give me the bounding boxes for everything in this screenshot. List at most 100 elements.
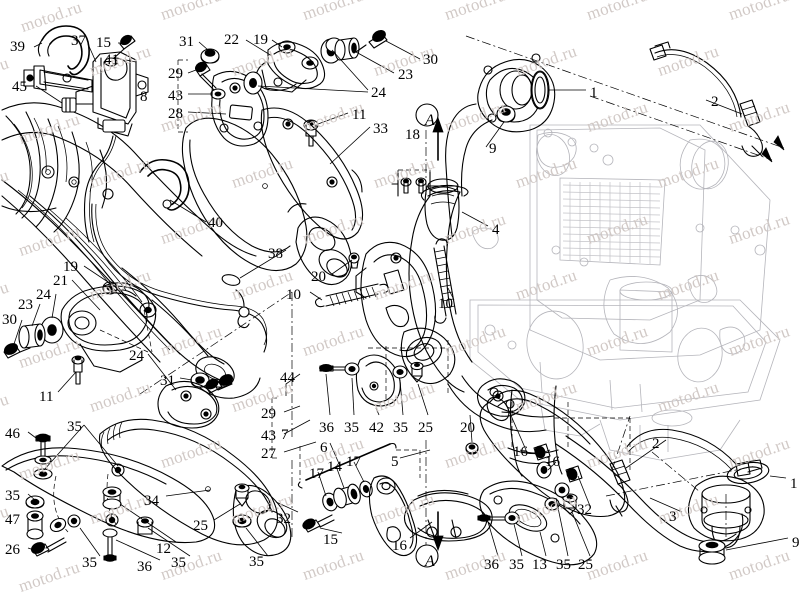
part-callout-20[interactable]: 20 (311, 269, 326, 285)
part-callout-16[interactable]: 16 (392, 538, 407, 554)
part-25-nut-left (234, 483, 250, 507)
part-18-bolts (391, 171, 431, 197)
part-36-screw (102, 528, 118, 562)
part-callout-46[interactable]: 46 (5, 426, 20, 442)
part-callout-25[interactable]: 25 (418, 420, 433, 436)
part-callout-33[interactable]: 33 (373, 121, 388, 137)
part-callout-24[interactable]: 24 (371, 85, 386, 101)
part-callout-13[interactable]: 13 (532, 557, 547, 573)
part-callout-14[interactable]: 14 (327, 459, 342, 475)
part-callout-36[interactable]: 36 (137, 559, 152, 575)
part-callout-36[interactable]: 36 (319, 420, 334, 436)
part-callout-15[interactable]: 15 (323, 532, 338, 548)
part-callout-6[interactable]: 6 (320, 440, 328, 456)
part-callout-41[interactable]: 41 (104, 52, 119, 68)
part-callout-23[interactable]: 23 (18, 297, 33, 313)
part-callout-11[interactable]: 11 (352, 107, 367, 123)
part-23-spacer (334, 37, 360, 61)
part-callout-35[interactable]: 35 (171, 555, 186, 571)
part-callout-32[interactable]: 32 (276, 511, 291, 527)
part-47-bushing (26, 510, 44, 540)
part-callout-31[interactable]: 31 (160, 373, 175, 389)
part-21-mount-bracket (60, 281, 157, 373)
part-callout-35[interactable]: 35 (249, 554, 264, 570)
part-35-grommet-mid1 (344, 362, 360, 376)
part-callout-27[interactable]: 27 (261, 446, 276, 462)
part-callout-31[interactable]: 31 (179, 34, 194, 50)
part-callout-16[interactable]: 16 (513, 444, 528, 460)
part-15-bolt-top (104, 34, 136, 67)
part-23-spacer-mid (18, 323, 46, 349)
part-callout-12[interactable]: 12 (156, 541, 171, 557)
part-callout-17[interactable]: 17 (309, 466, 324, 482)
part-callout-20[interactable]: 20 (460, 420, 475, 436)
part-callout-1[interactable]: 1 (590, 85, 598, 101)
part-callout-16[interactable]: 16 (545, 454, 560, 470)
part-callout-2[interactable]: 2 (711, 94, 719, 110)
part-16-lever-arm (368, 475, 418, 557)
part-callout-10[interactable]: 10 (438, 296, 453, 312)
part-callout-11[interactable]: 11 (39, 389, 54, 405)
part-callout-22[interactable]: 22 (224, 32, 239, 48)
part-callout-4[interactable]: 4 (492, 222, 500, 238)
part-callout-32[interactable]: 32 (577, 502, 592, 518)
part-callout-29[interactable]: 29 (261, 406, 276, 422)
part-callout-35[interactable]: 35 (344, 420, 359, 436)
part-20-bolt-mid (348, 252, 360, 269)
part-callout-43[interactable]: 43 (168, 88, 183, 104)
part-callout-19[interactable]: 19 (63, 259, 78, 275)
part-callout-7[interactable]: 7 (281, 427, 289, 443)
part-callout-37[interactable]: 37 (71, 33, 86, 49)
part-callout-26[interactable]: 26 (5, 542, 20, 558)
part-callout-45[interactable]: 45 (12, 79, 27, 95)
part-callout-42[interactable]: 42 (369, 420, 384, 436)
part-callout-9[interactable]: 9 (489, 141, 497, 157)
part-callout-5[interactable]: 5 (391, 454, 399, 470)
part-callout-35[interactable]: 35 (393, 420, 408, 436)
part-10-spring-right (433, 238, 457, 324)
part-callout-35[interactable]: 35 (82, 555, 97, 571)
part-callout-34[interactable]: 34 (144, 493, 159, 509)
part-6-rod (297, 442, 397, 489)
part-callout-15[interactable]: 15 (96, 35, 111, 51)
part-callout-18[interactable]: 18 (405, 127, 420, 143)
part-callout-40[interactable]: 40 (208, 215, 223, 231)
part-callout-1[interactable]: 1 (790, 476, 798, 492)
part-callout-29[interactable]: 29 (168, 66, 183, 82)
part-callout-25[interactable]: 25 (193, 518, 208, 534)
part-callout-35[interactable]: 35 (5, 488, 20, 504)
part-26-bolt (30, 537, 67, 557)
part-41-exhaust-valve-servo (23, 51, 149, 243)
part-callout-30[interactable]: 30 (423, 52, 438, 68)
alignment-lines (143, 59, 631, 480)
part-callout-30[interactable]: 30 (2, 312, 17, 328)
part-callout-23[interactable]: 23 (398, 67, 413, 83)
part-callout-17[interactable]: 17 (346, 454, 361, 470)
part-callout-44[interactable]: 44 (280, 370, 295, 386)
upper-silencer-assembly (139, 107, 364, 286)
part-callout-47[interactable]: 47 (5, 512, 20, 528)
part-callout-28[interactable]: 28 (168, 106, 183, 122)
part-callout-9[interactable]: 9 (792, 535, 799, 551)
part-callout-39[interactable]: 39 (10, 39, 25, 55)
part-callout-38[interactable]: 38 (268, 246, 283, 262)
part-35-grommet-d (232, 514, 252, 528)
part-2-lambda-sensor-bottom (609, 428, 763, 517)
part-callout-10[interactable]: 10 (286, 287, 301, 303)
part-38-cable (91, 203, 268, 353)
part-callout-25[interactable]: 25 (578, 557, 593, 573)
part-callout-35[interactable]: 35 (509, 557, 524, 573)
part-callout-35[interactable]: 35 (556, 557, 571, 573)
part-callout-19[interactable]: 19 (253, 32, 268, 48)
part-16-pipe-clamp (403, 489, 493, 542)
part-callout-43[interactable]: 43 (261, 428, 276, 444)
part-callout-24[interactable]: 24 (36, 287, 51, 303)
part-callout-21[interactable]: 21 (53, 273, 68, 289)
part-callout-24[interactable]: 24 (129, 348, 144, 364)
part-25-nut-mid (410, 361, 424, 383)
part-callout-2[interactable]: 2 (652, 436, 660, 452)
part-callout-36[interactable]: 36 (484, 557, 499, 573)
part-callout-35[interactable]: 35 (67, 419, 82, 435)
part-callout-3[interactable]: 3 (669, 509, 677, 525)
part-callout-8[interactable]: 8 (140, 89, 148, 105)
